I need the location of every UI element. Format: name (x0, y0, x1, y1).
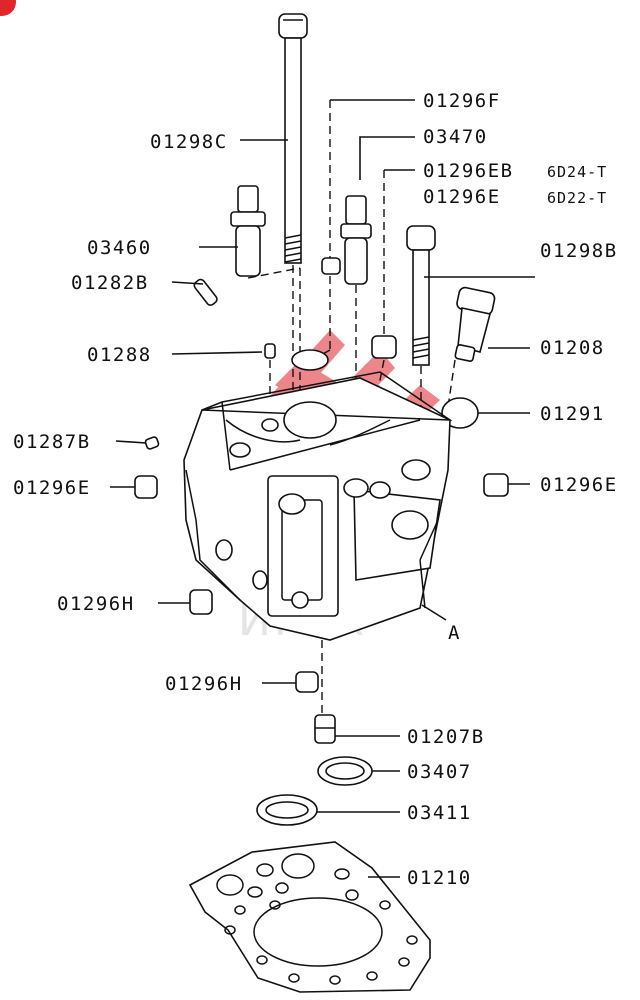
bolt-01298B (406, 225, 436, 366)
callout-01288: 01288 (87, 344, 152, 366)
callout-03470: 03470 (423, 126, 488, 148)
stud-03460 (230, 185, 266, 277)
callout-01282B: 01282B (71, 272, 149, 294)
callout-A: A (448, 622, 461, 644)
plug-01296H-bottom (295, 671, 319, 693)
callout-01298B: 01298B (540, 240, 618, 262)
pin-01282B (193, 278, 218, 306)
ring-03407 (317, 756, 373, 786)
plug-01296EB (371, 335, 397, 359)
callout-03411: 03411 (407, 802, 472, 824)
ring-03411 (256, 794, 318, 826)
cylinder-head-body (183, 349, 453, 641)
dowel-01288 (264, 343, 276, 359)
engine-note-6D24-T: 6D24-T (547, 163, 607, 181)
callout-01296EB: 01296EB (423, 160, 514, 182)
callout-01291: 01291 (540, 403, 605, 425)
callout-01287B: 01287B (13, 431, 91, 453)
callout-01296E-right: 01296E (540, 474, 618, 496)
callout-01208: 01208 (540, 337, 605, 359)
gasket-01210 (188, 841, 431, 993)
engine-note-6D22-T: 6D22-T (547, 189, 607, 207)
sleeve-01208 (454, 286, 496, 362)
nipple-01287B (144, 436, 160, 450)
bolt-01298C (278, 13, 308, 264)
callout-01296H-left: 01296H (57, 593, 135, 615)
plug-01296E-right (483, 473, 509, 497)
callout-03407: 03407 (407, 761, 472, 783)
callout-01296E-left: 01296E (13, 477, 91, 499)
callout-labels: 01296F 03470 01298C 01296EB 6D24-T 01296… (13, 90, 618, 889)
callout-01296H-bottom: 01296H (165, 673, 243, 695)
plug-01296H-left (189, 589, 213, 615)
corner-badge-icon (0, 0, 16, 16)
stud-03470 (340, 195, 372, 285)
callout-01296E-top: 01296E (423, 186, 501, 208)
leader-lines (110, 99, 535, 878)
callout-01207B: 01207B (407, 726, 485, 748)
callout-01210: 01210 (407, 867, 472, 889)
callout-01298C: 01298C (150, 131, 228, 153)
callout-03460: 03460 (87, 237, 152, 259)
plug-01296F (321, 257, 341, 275)
plug-01296E-left (134, 475, 158, 499)
sleeve-01207B (314, 714, 336, 744)
callout-01296F: 01296F (423, 90, 501, 112)
